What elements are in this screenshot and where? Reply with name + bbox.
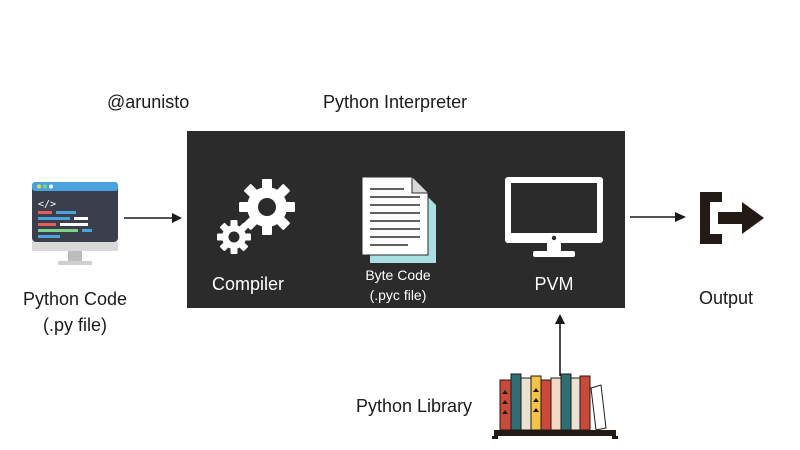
- bytecode-label: Byte Code (.pyc file): [350, 265, 446, 305]
- code-editor-monitor-icon: </>: [32, 182, 118, 265]
- source-label-line1: Python Code: [22, 289, 128, 309]
- document-icon: [361, 176, 436, 263]
- pvm-label: PVM: [534, 274, 574, 294]
- interpreter-box: Compiler Byte Code (.pyc file): [187, 131, 625, 308]
- compiler-label: Compiler: [212, 274, 285, 294]
- arrow-source-to-interpreter: [124, 213, 182, 223]
- interpreter-title: Python Interpreter: [323, 92, 468, 112]
- output-label: Output: [699, 288, 754, 308]
- exit-arrow-icon: [700, 192, 764, 244]
- arrow-interpreter-to-output: [630, 212, 686, 222]
- svg-text:</>: </>: [38, 199, 56, 210]
- gears-icon: [217, 179, 295, 254]
- bookshelf-icon: [492, 373, 618, 439]
- bytecode-label-line1: Byte Code: [365, 267, 431, 283]
- source-label-line2: (.py file): [42, 315, 107, 335]
- watermark-label: @arunisto: [107, 92, 190, 112]
- library-label: Python Library: [356, 396, 473, 416]
- arrow-library-to-pvm: [555, 314, 565, 376]
- bytecode-label-line2: (.pyc file): [369, 287, 427, 303]
- source-label: Python Code (.py file): [5, 286, 145, 338]
- monitor-icon: [505, 177, 603, 257]
